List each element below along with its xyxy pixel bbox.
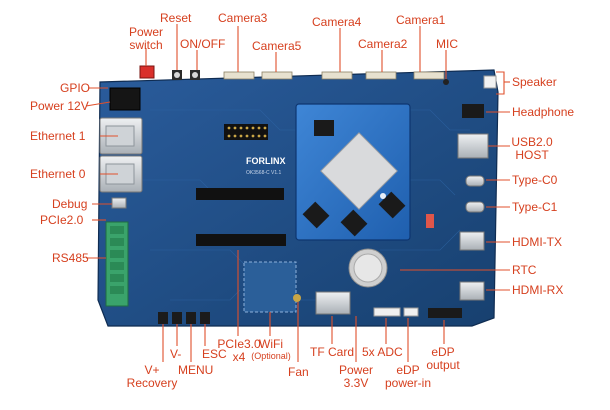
label-type-c1: Type-C1 [512, 200, 558, 214]
label-hdmi-tx: HDMI-TX [512, 235, 562, 249]
type-c1-port [465, 201, 485, 213]
label-mic: MIC [436, 37, 458, 51]
som-module [295, 103, 411, 241]
adc-connector [373, 307, 401, 317]
label-tf-card: TF Card [310, 345, 355, 359]
label-wifi-line1: WiFi [259, 337, 283, 351]
label-on-off: ON/OFF [180, 37, 226, 51]
label-speaker: Speaker [512, 75, 557, 89]
leader-lines [85, 24, 510, 362]
label-headphone: Headphone [512, 105, 575, 119]
label-esc: ESC [202, 347, 227, 361]
label-camera4: Camera4 [312, 15, 362, 29]
type-c0-port [465, 175, 485, 187]
camera5-connector [261, 71, 293, 80]
label-edp-power-line1: eDP [396, 363, 420, 377]
label-camera2: Camera2 [358, 37, 408, 51]
label-camera3: Camera3 [218, 11, 268, 25]
label-pcie20: PCIe2.0 [40, 213, 84, 227]
v-minus-button [172, 312, 182, 324]
label-power-33v: Power 3.3V [330, 364, 382, 390]
hdmi-tx-port [459, 231, 485, 251]
label-power-switch-line2: switch [129, 38, 163, 52]
board-model: OK3568-C V1.1 [246, 170, 282, 176]
label-edp-output: eDP output [418, 346, 468, 372]
v-plus-button [158, 312, 168, 324]
label-v-minus: V- [170, 347, 182, 361]
label-wifi: WiFi (Optional) [248, 337, 294, 362]
camera1-connector [413, 71, 445, 80]
rs485-terminal [105, 221, 129, 307]
fan-mount [293, 294, 301, 302]
tf-card-slot [315, 291, 351, 315]
gpio-header [224, 124, 268, 140]
label-wifi-optional: (Optional) [251, 351, 291, 361]
hdmi-rx-port [459, 281, 485, 301]
label-v-plus: V+ [144, 363, 160, 377]
label-edp-output-line1: eDP [431, 345, 455, 359]
pcie30-slot [196, 234, 286, 246]
label-power-switch: Power switch [122, 26, 170, 52]
label-rs485: RS485 [52, 251, 89, 265]
label-hdmi-rx: HDMI-RX [512, 283, 564, 297]
label-recovery: Recovery [126, 376, 178, 390]
edp-power-connector [403, 307, 419, 317]
label-reset: Reset [160, 11, 192, 25]
label-rtc: RTC [512, 263, 537, 277]
label-power-12v: Power 12V [30, 99, 89, 113]
label-edp-output-line2: output [426, 358, 460, 372]
label-v-plus-recovery: V+ Recovery [122, 364, 182, 390]
label-type-c0: Type-C0 [512, 173, 558, 187]
label-adc: 5x ADC [362, 345, 403, 359]
label-gpio: GPIO [60, 81, 91, 95]
label-menu: MENU [178, 363, 214, 377]
label-camera1: Camera1 [396, 13, 446, 27]
label-debug: Debug [52, 197, 88, 211]
label-power-33v-line1: Power [338, 363, 373, 377]
camera3-connector [223, 71, 255, 80]
label-edp-power: eDP power-in [380, 364, 436, 390]
label-camera5: Camera5 [252, 39, 302, 53]
power-12v-jack [109, 87, 141, 111]
pcie20-slot [196, 188, 284, 200]
board-brand: FORLINX [246, 156, 286, 166]
label-edp-power-line2: power-in [384, 376, 432, 390]
label-power-33v-line2: 3.3V [343, 376, 369, 390]
power-switch [139, 65, 155, 79]
label-fan: Fan [288, 365, 309, 379]
label-ethernet0: Ethernet 0 [30, 167, 86, 181]
label-usb-host: USB2.0 HOST [506, 136, 558, 162]
usb-host-port [457, 133, 489, 159]
label-pcie30-line2: x4 [232, 350, 246, 364]
edp-output-connector [428, 308, 462, 318]
camera2-connector [365, 71, 397, 80]
label-usb-host-line1: USB2.0 [511, 135, 553, 149]
label-usb-host-line2: HOST [515, 148, 549, 162]
mic-component [443, 79, 449, 85]
label-pcie30: PCIe3.0 x4 [212, 338, 266, 364]
headphone-jack [462, 104, 484, 118]
wifi-module-area [243, 261, 297, 313]
menu-button [186, 312, 196, 324]
debug-port [111, 197, 127, 209]
camera4-connector [321, 71, 353, 80]
esc-button [200, 312, 210, 324]
label-ethernet1: Ethernet 1 [30, 129, 86, 143]
label-power-switch-line1: Power [128, 25, 163, 39]
label-pcie30-line1: PCIe3.0 [217, 337, 261, 351]
speaker-connector [483, 75, 497, 89]
